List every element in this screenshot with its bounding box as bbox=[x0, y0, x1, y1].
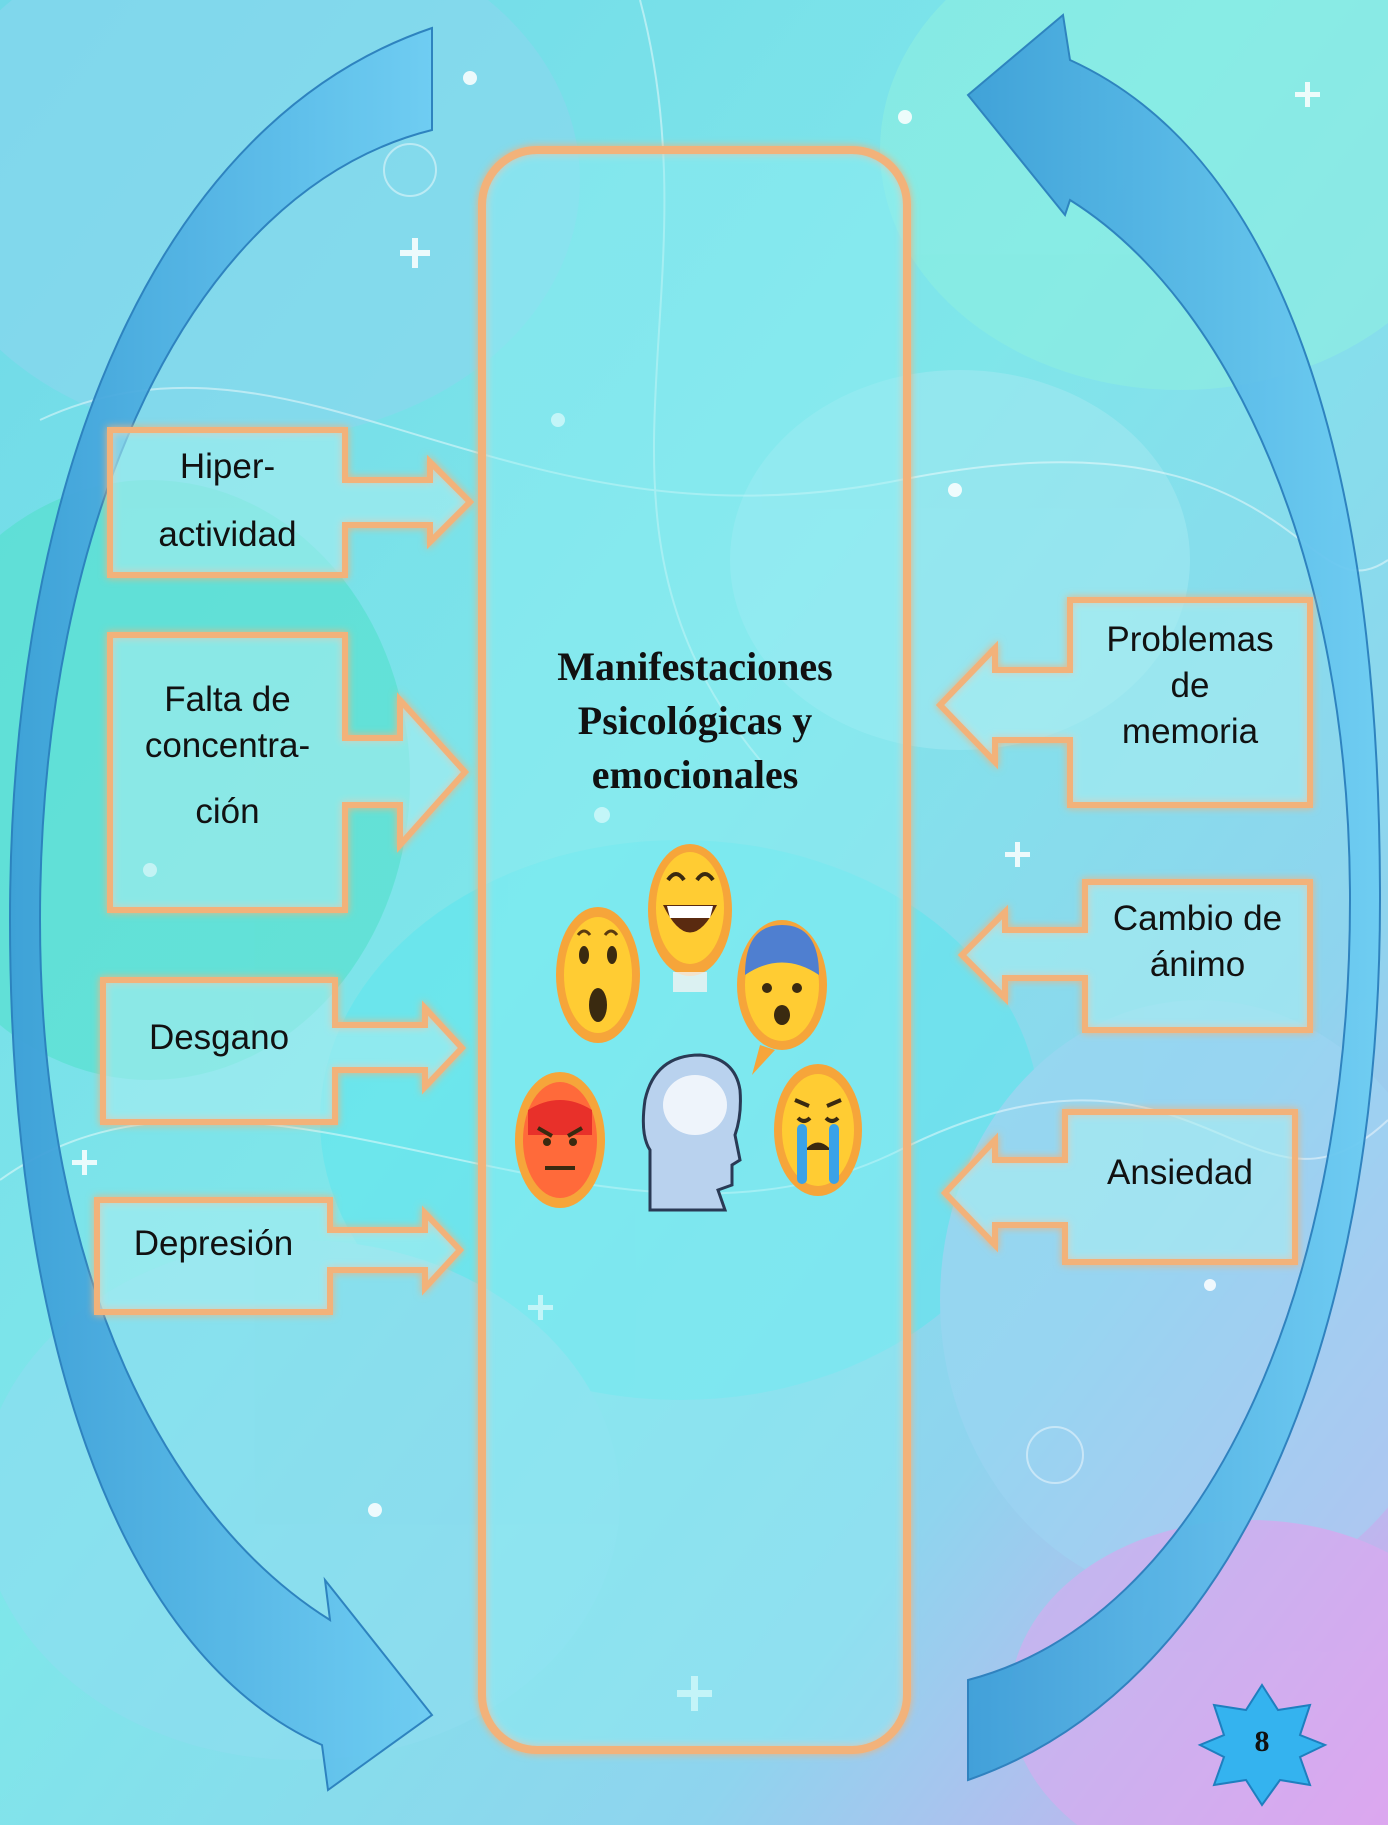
label-line: ánimo bbox=[1149, 945, 1246, 984]
label-depresion: Depresión bbox=[97, 1221, 330, 1267]
label-line: Falta de bbox=[164, 680, 291, 719]
label-falta-concentracion: Falta de concentra- ción bbox=[110, 677, 345, 835]
label-desgano: Desgano bbox=[103, 1015, 335, 1061]
label-line: ción bbox=[195, 792, 260, 831]
callout-falta-concentracion bbox=[107, 632, 470, 913]
callout-cambio-animo bbox=[957, 879, 1313, 1033]
label-line: Ansiedad bbox=[1107, 1153, 1253, 1192]
title-line: Manifestaciones bbox=[557, 644, 833, 689]
crying-face-icon bbox=[774, 1064, 862, 1196]
callout-depresion bbox=[94, 1197, 465, 1315]
callout-ansiedad bbox=[940, 1109, 1298, 1265]
angry-face-icon bbox=[515, 1072, 605, 1208]
left-callouts bbox=[94, 427, 475, 1315]
emoji-cluster bbox=[515, 844, 862, 1212]
right-callouts bbox=[935, 597, 1313, 1265]
label-line: Problemas bbox=[1106, 620, 1274, 659]
label-line: Depresión bbox=[133, 1224, 294, 1263]
label-line: Cambio de bbox=[1112, 899, 1283, 938]
anxious-face-icon bbox=[737, 920, 827, 1075]
label-line: Desgano bbox=[148, 1018, 290, 1057]
label-line: actividad bbox=[158, 515, 297, 554]
page-number: 8 bbox=[1254, 1725, 1270, 1758]
grinning-face-icon bbox=[648, 844, 732, 992]
title-line: emocionales bbox=[591, 752, 799, 797]
callout-problemas-memoria bbox=[935, 597, 1313, 808]
label-problemas-memoria: Problemas de memoria bbox=[1070, 617, 1310, 755]
left-cycle-arrow bbox=[8, 26, 434, 1792]
label-line: memoria bbox=[1121, 712, 1259, 751]
page-badge bbox=[1197, 1683, 1328, 1807]
right-cycle-arrow bbox=[966, 13, 1382, 1782]
callout-desgano bbox=[100, 977, 467, 1125]
title-line: Psicológicas y bbox=[577, 698, 813, 743]
label-cambio-animo: Cambio de ánimo bbox=[1085, 896, 1310, 988]
label-ansiedad: Ansiedad bbox=[1065, 1150, 1295, 1196]
head-silhouette-icon bbox=[641, 1053, 742, 1212]
diagram-title: Manifestaciones Psicológicas y emocional… bbox=[500, 640, 890, 802]
surprised-face-icon bbox=[556, 907, 640, 1043]
label-line: concentra- bbox=[144, 726, 311, 765]
label-line: de bbox=[1170, 666, 1210, 705]
callout-hiperactividad bbox=[107, 427, 475, 578]
label-hiperactividad: Hiper- actividad bbox=[110, 433, 345, 569]
label-line: Hiper- bbox=[179, 447, 276, 486]
